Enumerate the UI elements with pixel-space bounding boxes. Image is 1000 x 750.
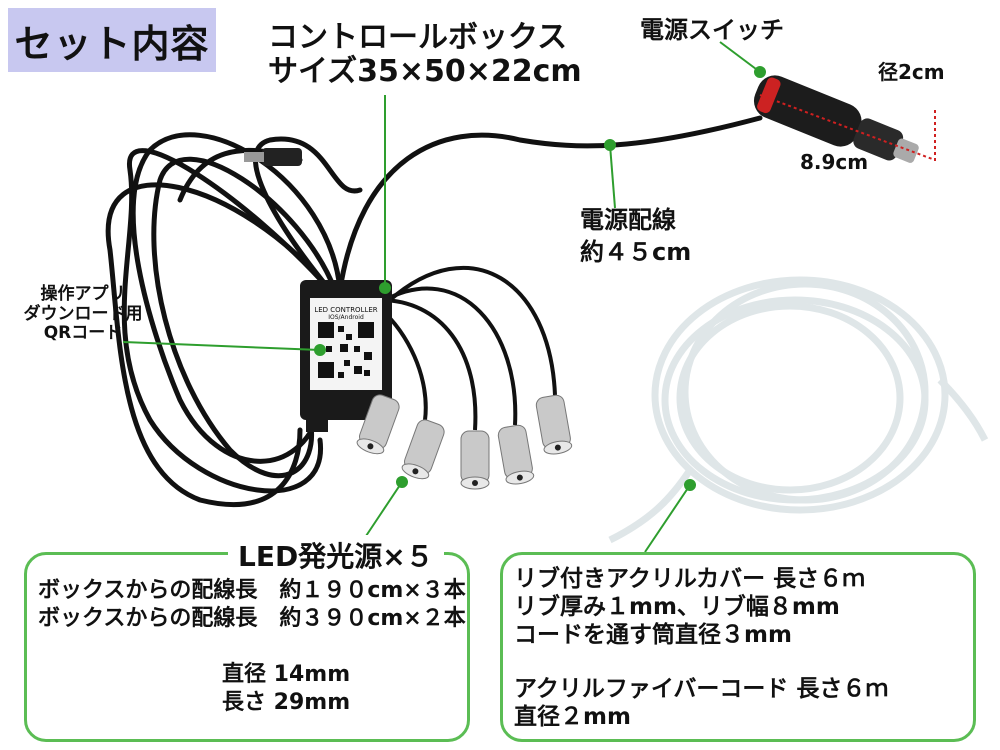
fiber-rib-size: リブ厚み１mm、リブ幅８mm xyxy=(514,594,840,620)
power-cable-name: 電源配線 xyxy=(580,206,676,234)
controller-name: コントロールボックス xyxy=(268,20,568,55)
led-info-box xyxy=(24,552,470,742)
page-title: セット内容 xyxy=(8,8,216,72)
qr-label: 操作アプリ ダウンロード用 QRコード xyxy=(8,284,158,344)
power-cable-length: 約４５cm xyxy=(580,238,692,266)
pcb-label-2: IOS/Android xyxy=(328,314,364,321)
qr-code xyxy=(318,322,374,378)
qr-label-line3: QRコード xyxy=(43,323,123,344)
dc-plug xyxy=(262,148,302,166)
led-length: 長さ 29mm xyxy=(222,690,351,715)
switch-diameter: 径2cm xyxy=(878,60,945,84)
fiber-cord-length: アクリルファイバーコード 長さ６ｍ xyxy=(514,676,889,702)
led-wire-length-2: ボックスからの配線長 約３９０cm×２本 xyxy=(38,606,466,631)
pcb-label-1: LED CONTROLLER xyxy=(314,306,377,314)
led-heads xyxy=(356,394,573,490)
controller-size: サイズ35×50×22cm xyxy=(268,54,582,89)
qr-label-line1: 操作アプリ xyxy=(40,284,126,304)
led-wire-length-1: ボックスからの配線長 約１９０cm×３本 xyxy=(38,578,466,603)
fiber-info-box xyxy=(500,552,976,742)
fiber-coil xyxy=(608,276,989,544)
led-box-title: LED発光源×５ xyxy=(228,535,444,575)
dimension-lines xyxy=(759,94,936,162)
led-diameter: 直径 14mm xyxy=(222,662,351,687)
fiber-cover-length: リブ付きアクリルカバー 長さ６ｍ xyxy=(514,566,866,592)
switch-length: 8.9cm xyxy=(800,150,869,174)
cigarette-plug xyxy=(753,75,919,163)
callouts xyxy=(122,41,766,553)
fiber-tube-diameter: コードを通す筒直径３mm xyxy=(514,622,792,648)
fiber-cord-diameter: 直径２mm xyxy=(514,704,631,730)
switch-name: 電源スイッチ xyxy=(640,16,784,44)
qr-label-line2: ダウンロード用 xyxy=(23,303,143,324)
